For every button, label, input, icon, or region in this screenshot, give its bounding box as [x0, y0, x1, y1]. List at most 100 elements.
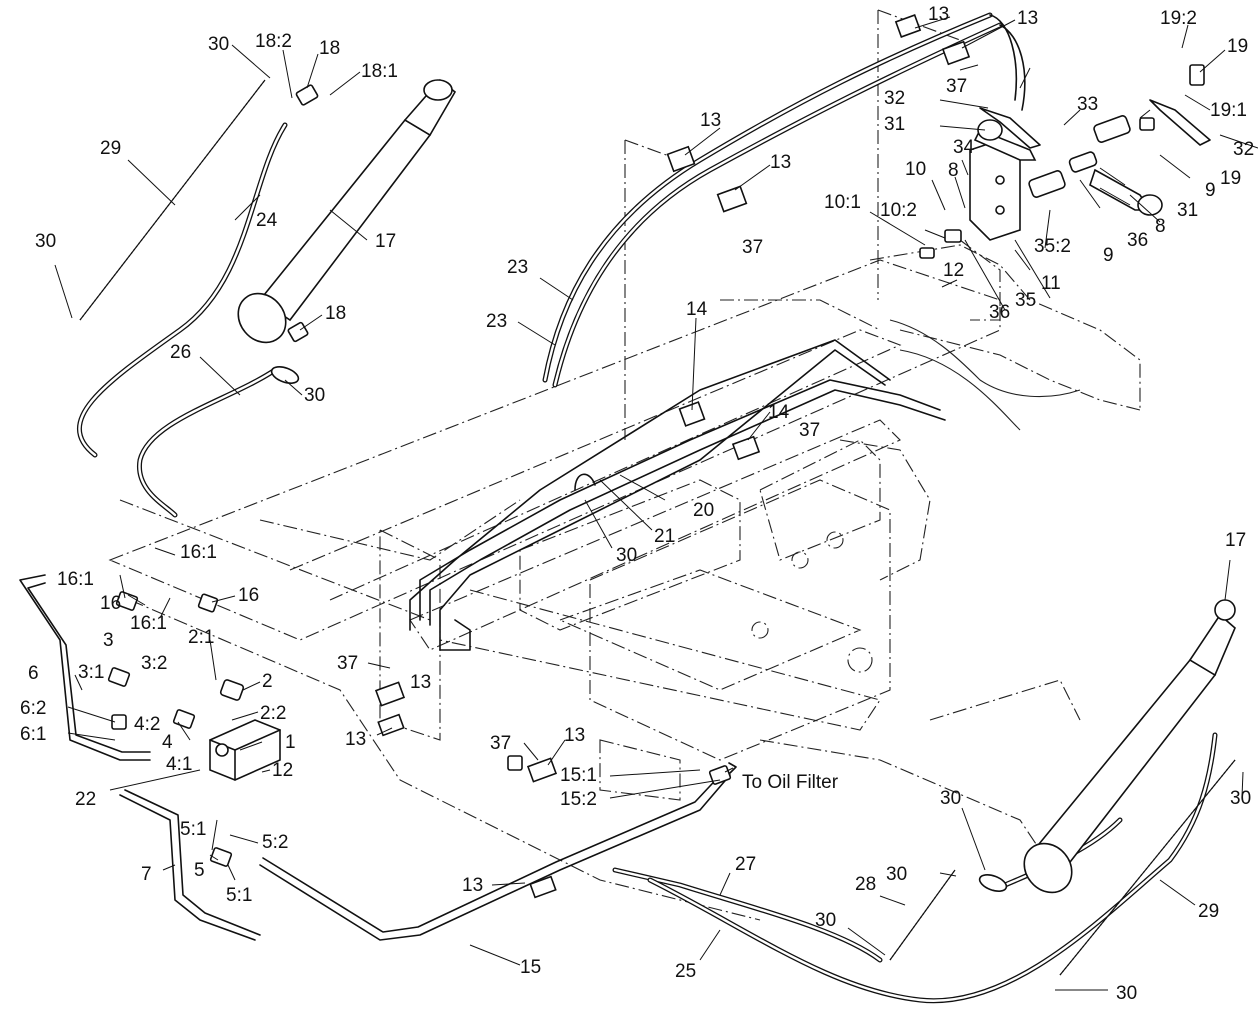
- callout-label: 3:1: [78, 662, 104, 683]
- callout-labels: 30 18:2 18 18:1 29 24 17 30 18 26 30 13 …: [20, 4, 1254, 1004]
- callout-label: 19: [1227, 36, 1248, 57]
- callout-label: 22: [75, 789, 96, 810]
- callout-label: 14: [686, 299, 708, 320]
- callout-label: 30: [208, 34, 229, 55]
- chassis-frame: [108, 9, 1141, 921]
- callout-label: 18:1: [361, 61, 398, 82]
- callout-label: 13: [928, 4, 949, 25]
- callout-label: 35:2: [1034, 236, 1071, 257]
- callout-label: 13: [462, 875, 483, 896]
- callout-label: 27: [735, 854, 756, 875]
- callout-label: 30: [886, 864, 907, 885]
- callout-label: 2:2: [260, 703, 286, 724]
- callout-label: 10: [905, 159, 926, 180]
- callout-label: 37: [946, 76, 967, 97]
- callout-label: 15:1: [560, 765, 597, 786]
- spring-29-right: [1059, 759, 1236, 976]
- callout-label: 8: [948, 160, 959, 181]
- callout-label: 7: [141, 864, 152, 885]
- callout-label: 9: [1103, 245, 1114, 266]
- oil-filter-note: To Oil Filter: [724, 762, 839, 793]
- callout-label: 30: [940, 788, 961, 809]
- callout-label: 19: [1220, 168, 1241, 189]
- callout-label: 31: [1177, 200, 1198, 221]
- callout-label: 23: [486, 311, 507, 332]
- callout-label: 16: [238, 585, 259, 606]
- callout-label: 17: [375, 231, 396, 252]
- callout-label: 3: [103, 630, 114, 651]
- callout-label: 37: [742, 237, 763, 258]
- spring-29-left: [79, 79, 266, 321]
- callout-label: 13: [564, 725, 585, 746]
- callout-label: 33: [1077, 94, 1098, 115]
- callout-label: 32: [1233, 139, 1254, 160]
- callout-label: 16:1: [130, 613, 167, 634]
- callout-label: 12: [943, 260, 964, 281]
- callout-label: 15: [520, 957, 541, 978]
- callout-label: 1: [285, 732, 296, 753]
- callout-label: 34: [953, 137, 975, 158]
- callout-label: 13: [1017, 8, 1038, 29]
- spring-28: [889, 869, 956, 961]
- callout-label: 13: [345, 729, 366, 750]
- callout-label: 37: [799, 420, 820, 441]
- callout-label: 23: [507, 257, 528, 278]
- callout-label: 13: [410, 672, 431, 693]
- leader-lines: [54, 16, 1258, 991]
- callout-label: 5:2: [262, 832, 288, 853]
- clamps: [374, 14, 971, 899]
- callout-label: 21: [654, 526, 675, 547]
- callout-label: 16: [100, 593, 121, 614]
- fittings: [107, 84, 1008, 892]
- callout-label: 17: [1225, 530, 1246, 551]
- callout-label: 31: [884, 114, 905, 135]
- callout-label: 26: [170, 342, 191, 363]
- lift-cylinder-17-left: [237, 78, 457, 344]
- callout-label: 13: [700, 110, 721, 131]
- callout-label: 18: [319, 38, 340, 59]
- callout-label: 16:1: [57, 569, 94, 590]
- callout-label: 6:1: [20, 724, 46, 745]
- callout-label: 4:2: [134, 714, 160, 735]
- callout-label: 15:2: [560, 789, 597, 810]
- callout-label: 30: [304, 385, 325, 406]
- callout-label: 30: [616, 545, 637, 566]
- callout-label: 4: [162, 732, 173, 753]
- callout-label: 30: [815, 910, 836, 931]
- callout-label: 18:2: [255, 31, 292, 52]
- callout-label: 4:1: [166, 754, 192, 775]
- callout-label: 37: [490, 733, 511, 754]
- callout-label: 36: [989, 302, 1010, 323]
- lift-cylinder-17-right: [1023, 599, 1236, 894]
- callout-label: 2:1: [188, 627, 214, 648]
- callout-label: 14: [768, 402, 790, 423]
- callout-label: 16:1: [180, 542, 217, 563]
- callout-label: 24: [256, 210, 278, 231]
- oil-filter-note-text: To Oil Filter: [742, 772, 839, 793]
- callout-label: 29: [1198, 901, 1219, 922]
- center-frame-plate: [519, 439, 881, 673]
- callout-label: 5:1: [226, 885, 252, 906]
- callout-label: 29: [100, 138, 121, 159]
- callout-label: 30: [35, 231, 56, 252]
- callout-label: 13: [770, 152, 791, 173]
- callout-label: 32: [884, 88, 905, 109]
- callout-label: 28: [855, 874, 876, 895]
- callout-label: 12: [272, 760, 293, 781]
- callout-label: 25: [675, 961, 696, 982]
- callout-label: 9: [1205, 180, 1216, 201]
- callout-label: 35: [1015, 290, 1036, 311]
- callout-label: 5: [194, 860, 205, 881]
- callout-label: 36: [1127, 230, 1148, 251]
- callout-label: 30: [1116, 983, 1137, 1004]
- callout-label: 2: [262, 671, 273, 692]
- hydraulic-lines: [19, 12, 1218, 1004]
- callout-label: 6:2: [20, 698, 46, 719]
- callout-label: 18: [325, 303, 346, 324]
- callout-label: 11: [1041, 273, 1061, 294]
- callout-label: 6: [28, 663, 39, 684]
- callout-label: 19:1: [1210, 100, 1247, 121]
- callout-label: 10:2: [880, 200, 917, 221]
